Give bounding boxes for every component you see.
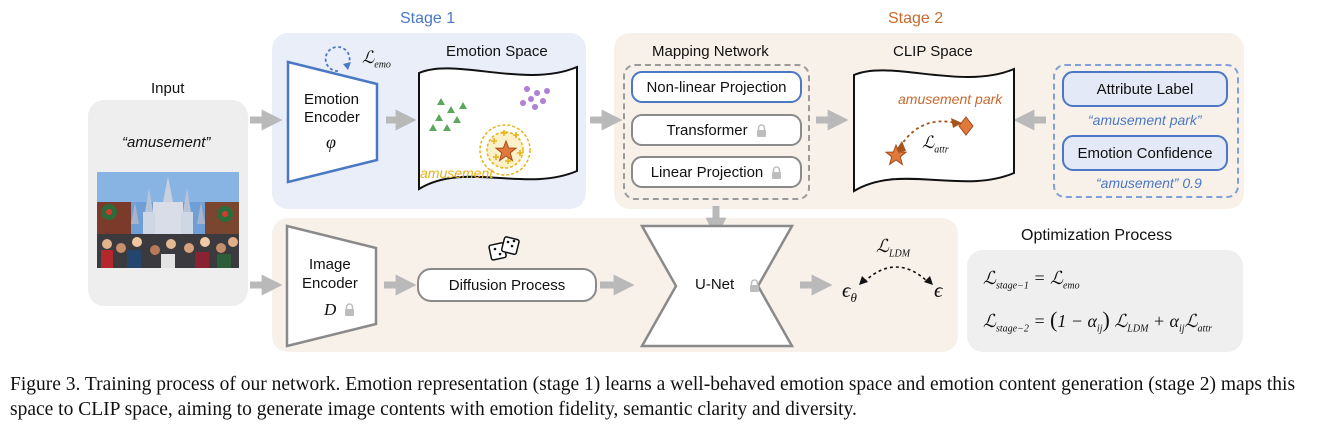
lock-icon [750,279,759,292]
lock-icon [772,165,782,179]
input-text: “amusement” [122,134,211,151]
loss-emo: ℒemo [362,48,391,71]
image-encoder-shape [285,224,378,348]
emotion-encoder-label-1: Emotion [304,91,360,108]
diffusion-process-box: Diffusion Process [417,268,597,302]
equation-stage1: ℒstage−1 = ℒemo [983,268,1080,292]
epsilon: ϵ [934,278,943,302]
emotion-encoder-label-2: Encoder [304,109,360,126]
cycle-arrow-icon [324,46,351,72]
ldm-double-arrow [859,266,933,285]
equation-stage2: ℒstage−2 = (1 − αij) ℒLDM + αijℒattr [983,307,1212,335]
lock-icon [756,123,766,137]
attribute-label-box: Attribute Label [1062,71,1228,107]
dice-icon [488,236,520,261]
attribute-value: “amusement park” [1088,112,1202,128]
image-encoder-label-1: Image [309,256,351,273]
star-icon [884,143,908,166]
clip-space-title: CLIP Space [893,43,973,60]
epsilon-theta: ϵθ [842,278,857,306]
input-image [97,172,239,268]
optimization-panel [967,250,1243,352]
confidence-value: “amusement” 0.9 [1096,175,1202,191]
optimization-title: Optimization Process [1021,227,1173,244]
transformer-box: Transformer [631,114,802,146]
emotion-space-sheet [418,65,578,191]
clip-space-sheet [853,67,1015,193]
amusement-cluster-label: amusement [420,165,494,181]
loss-attr: ℒattr [922,133,949,156]
stage2-title: Stage 2 [888,10,944,27]
star-icon [494,139,518,162]
input-title: Input [151,80,185,97]
condition-group [1053,64,1239,198]
encoder-phi: φ [326,132,336,152]
figure-caption: Figure 3. Training process of our networ… [10,374,1296,420]
emotion-space-title: Emotion Space [446,43,548,60]
mapping-network-title: Mapping Network [652,43,769,60]
unet-label: U-Net [695,276,735,293]
diamond-icon [958,116,974,136]
unet-shape [639,224,795,348]
nonlinear-projection-box: Non-linear Projection [631,71,802,103]
emotion-encoder-shape [286,60,379,184]
image-encoder-label-2: Encoder [302,275,358,292]
loss-ldm: ℒLDM [876,236,911,260]
lock-icon [345,303,354,316]
linear-projection-box: Linear Projection [631,156,802,188]
mapping-network-group [623,64,810,200]
stage1-title: Stage 1 [400,10,456,27]
clip-amusement-park-label: amusement park [898,91,1003,107]
emotion-confidence-box: Emotion Confidence [1062,135,1228,171]
image-encoder-symbol: D [324,300,337,319]
